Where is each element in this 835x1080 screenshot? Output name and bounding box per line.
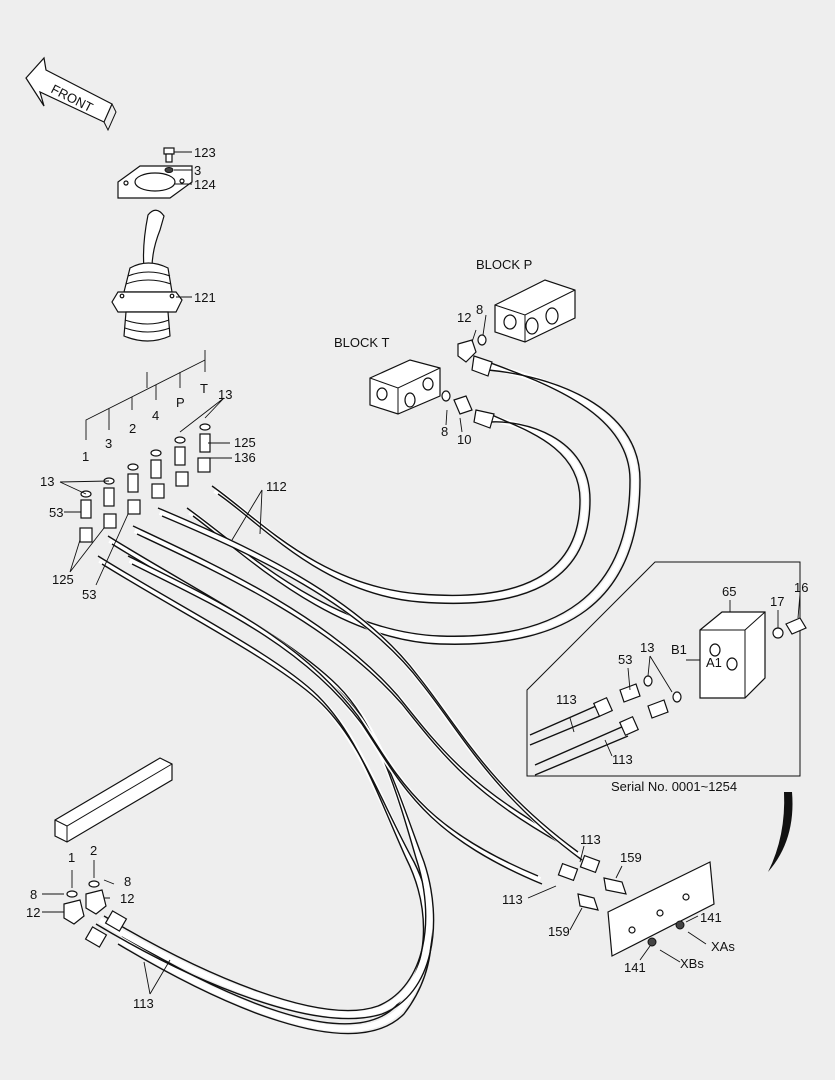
label-113-right-mid: 113 [502,892,523,907]
inset-hoses-113 [529,696,640,776]
label-xas: XAs [711,939,735,954]
label-53-left: 53 [49,505,63,520]
bottom-manifold [54,757,173,843]
label-17: 17 [770,594,784,609]
label-port-2: 2 [129,421,136,436]
label-12-right: 12 [120,891,134,906]
serial-number: Serial No. 0001~1254 [611,779,737,794]
label-block-port-1: 1 [68,850,75,865]
label-13-top: 13 [218,387,232,402]
washer-17 [772,627,784,639]
pilot-fittings [79,423,211,543]
label-53-inset: 53 [618,652,632,667]
label-12-left: 12 [26,905,40,920]
bottom-fittings [63,880,128,948]
label-141-top: 141 [700,910,722,925]
label-3: 3 [194,163,201,178]
label-8-left: 8 [30,887,37,902]
label-8-block-p: 8 [476,302,483,317]
label-13-left: 13 [40,474,54,489]
leader-lines [42,151,801,995]
label-8-right: 8 [124,874,131,889]
label-113-bottom: 113 [133,996,154,1011]
bolt-16 [785,617,807,635]
bottom-right-fittings [557,854,685,947]
label-10: 10 [457,432,471,447]
label-12-block-p: 12 [457,310,471,325]
label-b1: B1 [671,642,687,657]
label-113-inset-top: 113 [556,692,577,707]
label-block-port-2: 2 [90,843,97,858]
adapter-10 [453,395,473,415]
bottom-plate [607,861,715,957]
label-port-4: 4 [152,408,159,423]
label-65: 65 [722,584,736,599]
label-16: 16 [794,580,808,595]
hose-bundle [95,507,583,1035]
label-159-top: 159 [620,850,642,865]
label-125-left: 125 [52,572,74,587]
label-53-lower: 53 [82,587,96,602]
inset-frame [526,561,801,777]
section-curve [768,792,793,872]
label-port-3: 3 [105,436,112,451]
label-123: 123 [194,145,216,160]
port-bracket [85,350,206,440]
label-xbs: XBs [680,956,704,971]
joystick-121 [111,209,183,342]
o-ring-8-block-p [477,334,487,346]
o-ring-8-block-t [441,390,451,402]
bolt-123 [163,147,175,163]
hoses-to-blocks [186,355,641,645]
label-121: 121 [194,290,216,305]
label-124: 124 [194,177,216,192]
washer-3 [164,167,174,173]
label-8-block-t: 8 [441,424,448,439]
mounting-plate [117,165,193,199]
label-113-inset-bottom: 113 [612,752,633,767]
label-13-inset: 13 [640,640,654,655]
label-port-t: T [200,381,208,396]
label-112: 112 [266,479,287,494]
label-port-1: 1 [82,449,89,464]
elbow-12-block-p [457,339,477,363]
front-arrow: FRONT [25,56,117,132]
inset-valve-block-65 [699,611,766,699]
label-159-bottom: 159 [548,924,570,939]
block-p [494,279,576,343]
block-t [369,359,441,415]
label-113-right-top: 113 [580,832,601,847]
inset-fittings [619,675,682,719]
label-block-p: BLOCK P [476,257,532,272]
label-port-p: P [176,395,185,410]
label-a1: A1 [706,655,722,670]
label-125-top: 125 [234,435,256,450]
label-block-t: BLOCK T [334,335,389,350]
label-141-bottom: 141 [624,960,646,975]
label-136: 136 [234,450,256,465]
